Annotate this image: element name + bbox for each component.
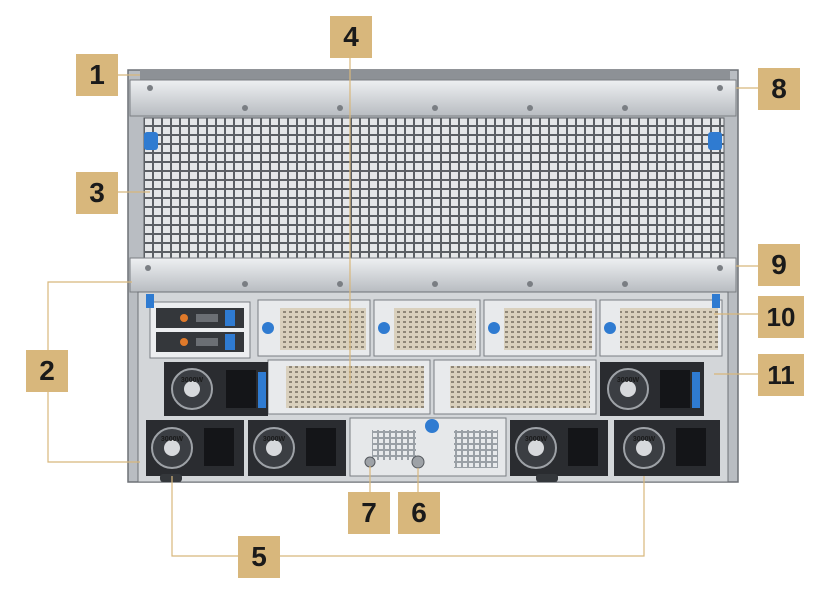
callout-1: 1 xyxy=(76,54,118,96)
psu-rating-label: 3000W xyxy=(263,436,286,443)
psu-lower-3 xyxy=(510,420,608,476)
pcie-slots-middle xyxy=(267,359,597,415)
pcie-slots-top xyxy=(257,299,723,357)
power-socket-icon xyxy=(568,428,598,466)
callout-11: 11 xyxy=(758,354,804,396)
chassis-foot xyxy=(536,474,558,482)
middle-rail xyxy=(129,257,737,293)
io-module xyxy=(349,417,507,477)
psu-lower-1 xyxy=(146,420,244,476)
callout-9: 9 xyxy=(758,244,800,286)
thumbscrew-icon[interactable] xyxy=(488,322,500,334)
thumbscrew-icon[interactable] xyxy=(604,322,616,334)
thumbscrew-icon[interactable] xyxy=(262,322,274,334)
callout-8: 8 xyxy=(758,68,800,110)
psu-lower-4 xyxy=(614,420,720,476)
power-socket-icon xyxy=(226,370,256,408)
callout-6: 6 xyxy=(398,492,440,534)
callout-5: 5 xyxy=(238,536,280,578)
power-socket-icon xyxy=(660,370,690,408)
ground-screw[interactable] xyxy=(364,456,376,468)
psu-rating-label: 3000W xyxy=(617,377,640,384)
psu-upper-right xyxy=(600,362,704,416)
top-rail xyxy=(129,79,737,117)
psu-rating-label: 3000W xyxy=(161,436,184,443)
callout-2: 2 xyxy=(26,350,68,392)
ventilation-grille xyxy=(143,117,725,259)
chassis-top-edge xyxy=(140,70,730,80)
drive-bays xyxy=(149,301,251,359)
thumbscrew-icon[interactable] xyxy=(378,322,390,334)
release-tab-icon[interactable] xyxy=(146,294,154,308)
id-button[interactable] xyxy=(411,455,425,469)
callout-4: 4 xyxy=(330,16,372,58)
psu-upper-left xyxy=(164,362,268,416)
power-socket-icon xyxy=(676,428,706,466)
callout-10: 10 xyxy=(758,296,804,338)
thumbscrew-icon[interactable] xyxy=(144,132,158,150)
release-tab-icon[interactable] xyxy=(258,372,266,408)
power-socket-icon xyxy=(306,428,336,466)
thumbscrew-icon[interactable] xyxy=(425,419,439,433)
psu-rating-label: 3000W xyxy=(525,436,548,443)
release-tab-icon[interactable] xyxy=(712,294,720,308)
power-socket-icon xyxy=(204,428,234,466)
callout-7: 7 xyxy=(348,492,390,534)
psu-rating-label: 3000W xyxy=(633,436,656,443)
callout-3: 3 xyxy=(76,172,118,214)
psu-rating-label: 3000W xyxy=(181,377,204,384)
chassis-foot xyxy=(160,474,182,482)
release-tab-icon[interactable] xyxy=(692,372,700,408)
psu-lower-2 xyxy=(248,420,346,476)
thumbscrew-icon[interactable] xyxy=(708,132,722,150)
